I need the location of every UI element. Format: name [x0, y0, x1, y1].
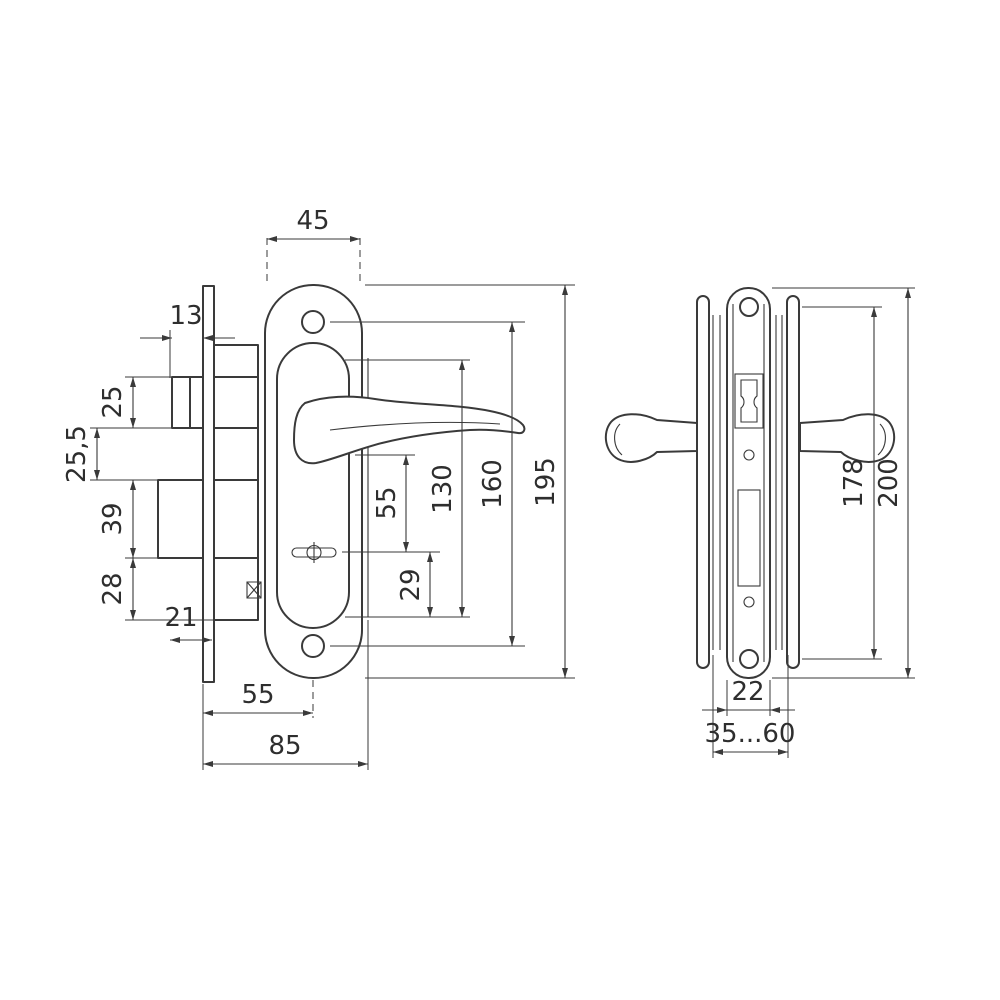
dim-22-label: 22 — [731, 677, 764, 707]
side-hole-lower — [743, 596, 755, 608]
handle-lever-fold-line — [329, 421, 501, 431]
dim-21-label: 21 — [164, 603, 197, 633]
dim-130-label: 130 — [428, 464, 458, 514]
dim-13-label: 13 — [169, 301, 202, 331]
handle-left-grip-line — [614, 423, 623, 456]
dim-85-label: 85 — [268, 731, 301, 761]
side-hole-upper — [743, 449, 755, 461]
dim-178-label: 178 — [839, 458, 869, 508]
extension-lines-front — [90, 284, 575, 770]
handle-left-profile — [604, 413, 698, 463]
dimensions-side: 22 35...60 178 200 — [702, 287, 915, 758]
dimensions-front: 45 13 25 25,5 39 28 21 55 29 130 160 — [62, 206, 575, 770]
key-cylinder-opening — [737, 489, 761, 587]
side-screw-bottom — [739, 649, 759, 669]
extension-lines-side — [712, 287, 915, 758]
lock-case-outline — [213, 344, 259, 621]
dim-29-label: 29 — [396, 568, 426, 601]
keyhole — [291, 542, 337, 563]
case-detail-hatch — [246, 581, 262, 599]
handle-right-profile — [799, 413, 896, 463]
spindle-opening — [734, 373, 764, 429]
dim-45-label: 45 — [296, 206, 329, 236]
handle-lever — [293, 395, 526, 465]
deadbolt — [157, 479, 204, 559]
plate-layer-lines-left — [712, 315, 721, 650]
backplate-left — [696, 295, 710, 669]
dim-25-label: 25 — [98, 385, 128, 418]
dim-55-vertical-label: 55 — [372, 486, 402, 519]
escutcheon-inner — [276, 342, 350, 629]
plate-layer-lines-right — [775, 315, 783, 650]
dim-55-horizontal-label: 55 — [241, 680, 274, 710]
dim-39-label: 39 — [98, 502, 128, 535]
handle-right-grip-line — [877, 423, 886, 456]
backplate-right — [786, 295, 800, 669]
latch-bolt — [171, 376, 204, 429]
dim-35-60-label: 35...60 — [705, 719, 796, 749]
dim-25-5-label: 25,5 — [62, 425, 92, 483]
screw-hole-top — [301, 310, 325, 334]
screw-hole-bottom — [301, 634, 325, 658]
faceplate — [202, 285, 215, 683]
dim-160-label: 160 — [478, 459, 508, 509]
dim-200-label: 200 — [874, 458, 904, 508]
dim-28-label: 28 — [98, 572, 128, 605]
dim-195-label: 195 — [531, 457, 561, 507]
spindle-follower — [740, 379, 758, 423]
front-view — [157, 284, 526, 683]
main-plate-rim-lines — [732, 304, 765, 662]
side-screw-top — [739, 297, 759, 317]
side-view — [604, 287, 896, 679]
